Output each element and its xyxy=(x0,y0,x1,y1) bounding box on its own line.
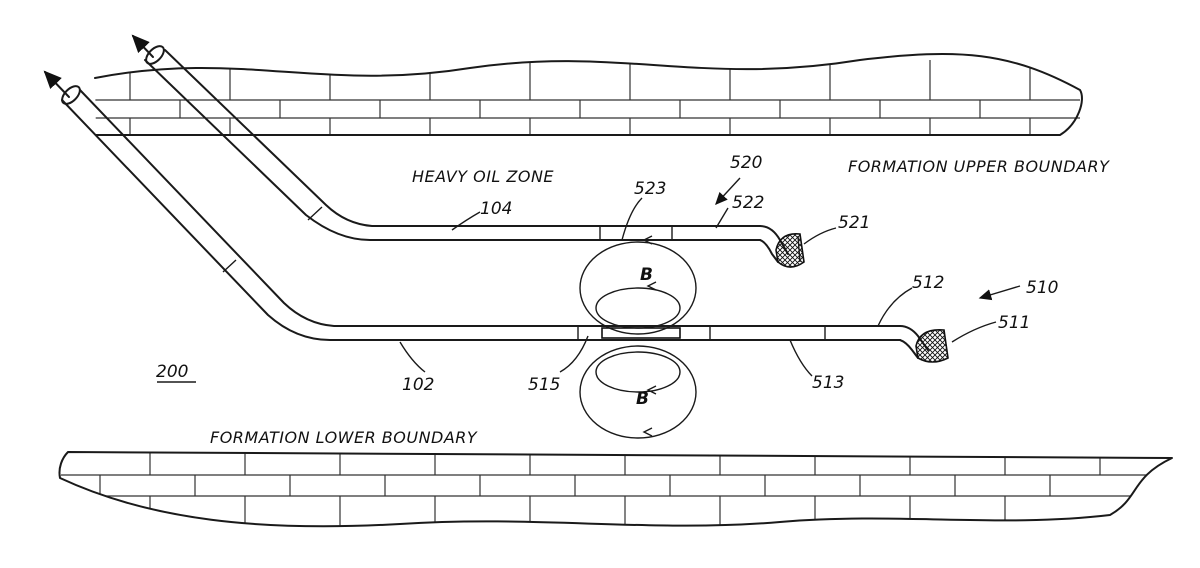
ref-515: 515 xyxy=(528,375,560,395)
label-field-b-upper: B xyxy=(640,265,653,285)
lower-brick-pattern xyxy=(60,452,1172,527)
lower-bend-bottom xyxy=(899,339,919,359)
magnetic-field-loops xyxy=(579,235,697,439)
ref-512: 512 xyxy=(912,273,944,293)
ref-104: 104 xyxy=(480,199,512,219)
ref-513: 513 xyxy=(812,373,844,393)
label-field-b-lower: B xyxy=(636,389,649,409)
upper-well-104 xyxy=(131,34,805,268)
ref-102: 102 xyxy=(402,375,434,395)
label-heavy-oil-zone: HEAVY OIL ZONE xyxy=(412,167,554,186)
ref-511: 511 xyxy=(998,313,1030,333)
upper-bend-bottom xyxy=(759,239,779,263)
upper-brick-pattern xyxy=(95,60,1080,135)
upper-well-flow-arrow xyxy=(131,34,154,58)
field-loop-upper-inner xyxy=(595,287,681,329)
upper-well-wellhead xyxy=(145,45,165,65)
lower-well-wellhead xyxy=(61,85,81,105)
field-loop-lower-inner xyxy=(595,351,681,393)
lower-well-flow-arrow xyxy=(43,70,70,98)
leader-lines xyxy=(157,177,1021,383)
lower-drill-bit xyxy=(915,329,949,363)
lower-bend-top xyxy=(899,325,929,351)
label-formation-upper-boundary: FORMATION UPPER BOUNDARY xyxy=(848,157,1110,176)
lower-well-joint xyxy=(222,259,237,273)
ref-522: 522 xyxy=(732,193,764,213)
field-loop-upper-outer xyxy=(579,241,697,335)
ref-521: 521 xyxy=(838,213,870,233)
label-figure-number: 200 xyxy=(156,362,188,382)
upper-well-joint xyxy=(307,206,323,221)
upper-formation-outline xyxy=(94,52,1083,136)
lower-formation-layer xyxy=(58,451,1173,528)
ref-520: 520 xyxy=(730,153,762,173)
lower-well-102 xyxy=(43,70,949,363)
lower-formation-outline xyxy=(58,451,1173,528)
field-loop-lower-outer xyxy=(579,345,697,439)
label-formation-lower-boundary: FORMATION LOWER BOUNDARY xyxy=(210,428,478,447)
ref-510: 510 xyxy=(1026,278,1058,298)
ref-523: 523 xyxy=(634,179,666,199)
upper-drill-bit xyxy=(775,233,805,268)
